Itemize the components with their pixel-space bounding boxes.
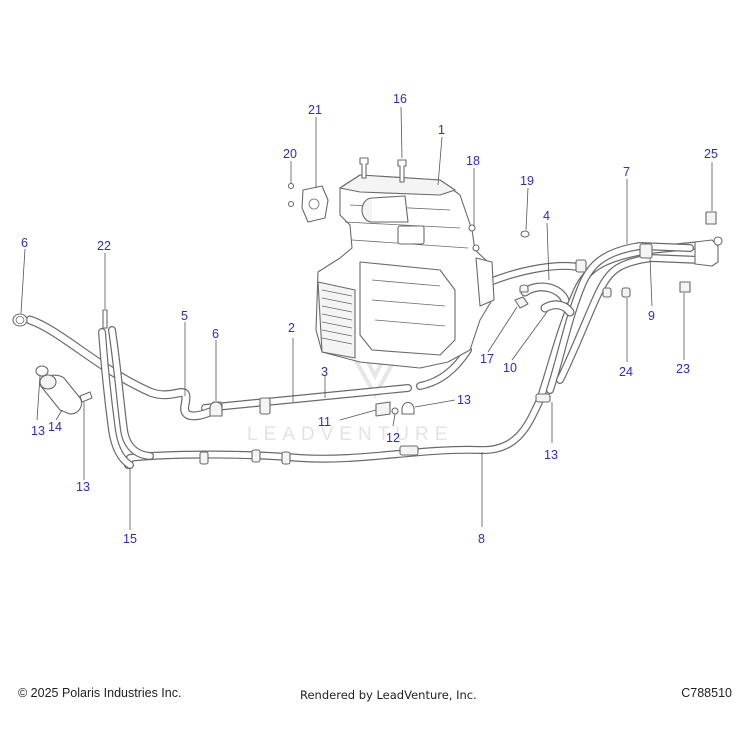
footer-copyright: © 2025 Polaris Industries Inc. bbox=[18, 686, 182, 700]
callout-17: 17 bbox=[480, 352, 494, 366]
callout-3: 3 bbox=[321, 365, 328, 379]
engine-assembly bbox=[287, 157, 530, 369]
callout-5: 5 bbox=[181, 309, 188, 323]
bolt-16 bbox=[397, 159, 407, 183]
watermark-text: LEADVENTURE bbox=[247, 424, 453, 445]
coupling-opening bbox=[39, 374, 57, 390]
callout-24: 24 bbox=[619, 365, 633, 379]
ring-13-left bbox=[35, 365, 49, 377]
clamp bbox=[259, 397, 271, 415]
callout-23: 23 bbox=[676, 362, 690, 376]
engine-port bbox=[397, 225, 425, 245]
callout-13-lower: 13 bbox=[76, 480, 90, 494]
callout-15: 15 bbox=[123, 532, 137, 546]
callout-22: 22 bbox=[97, 239, 111, 253]
bolt-16b bbox=[359, 157, 369, 179]
callout-13-left: 13 bbox=[31, 424, 45, 438]
callout-7: 7 bbox=[623, 165, 630, 179]
small-parts bbox=[12, 211, 717, 417]
clamp bbox=[399, 445, 419, 456]
leader-lines bbox=[20, 106, 713, 530]
clamp bbox=[639, 243, 653, 259]
callout-6-right: 6 bbox=[212, 327, 219, 341]
cap-24b bbox=[621, 287, 631, 298]
strap-13 bbox=[79, 391, 93, 403]
callout-16: 16 bbox=[393, 92, 407, 106]
clamp-6-right bbox=[209, 401, 223, 417]
engine-outlet bbox=[475, 257, 495, 307]
callout-8: 8 bbox=[478, 532, 485, 546]
callout-1: 1 bbox=[438, 123, 445, 137]
engine-top-cover bbox=[339, 174, 456, 196]
cap-24a bbox=[602, 287, 612, 298]
callout-2: 2 bbox=[288, 321, 295, 335]
callout-13-right: 13 bbox=[544, 448, 558, 462]
callout-6-left: 6 bbox=[21, 236, 28, 250]
callout-21: 21 bbox=[308, 103, 322, 117]
callout-13-center: 13 bbox=[457, 393, 471, 407]
callouts: 1 2 3 4 5 6 6 7 8 9 10 11 12 13 13 13 13… bbox=[21, 92, 718, 546]
cap-25 bbox=[705, 211, 717, 225]
intercooler bbox=[317, 281, 356, 359]
callout-18: 18 bbox=[466, 154, 480, 168]
footer-diagram-code: C788510 bbox=[681, 686, 732, 700]
hose-fitting bbox=[694, 239, 719, 267]
callout-11: 11 bbox=[318, 415, 331, 429]
clamp bbox=[535, 393, 551, 403]
callout-19: 19 bbox=[520, 174, 534, 188]
fastener-18a bbox=[468, 224, 476, 232]
clamp-6-left bbox=[12, 313, 28, 327]
intake-pipe bbox=[371, 195, 409, 223]
clamp bbox=[575, 259, 587, 273]
bolt-22 bbox=[102, 309, 108, 329]
clamp-13-center bbox=[401, 401, 415, 415]
clamp bbox=[251, 449, 261, 463]
callout-20: 20 bbox=[283, 147, 297, 161]
callout-9: 9 bbox=[648, 309, 655, 323]
callout-4: 4 bbox=[543, 209, 550, 223]
callout-14: 14 bbox=[48, 420, 62, 434]
bracket-21 bbox=[301, 185, 329, 223]
cap-23 bbox=[679, 281, 691, 293]
washer-12 bbox=[391, 407, 399, 415]
fastener-20b bbox=[287, 200, 295, 208]
callout-25: 25 bbox=[704, 147, 718, 161]
fitting-nut bbox=[713, 236, 723, 246]
clamp bbox=[281, 451, 291, 465]
fastener-20a bbox=[287, 182, 295, 190]
callout-12: 12 bbox=[386, 431, 400, 445]
callout-10: 10 bbox=[503, 361, 517, 375]
engine-side-housing bbox=[359, 261, 456, 356]
hose-assembly bbox=[25, 236, 723, 469]
cap-17b bbox=[519, 284, 529, 293]
washer-19 bbox=[520, 230, 530, 238]
fastener-18b bbox=[472, 244, 480, 252]
clamp bbox=[199, 451, 209, 465]
footer-rendered-by: Rendered by LeadVenture, Inc. bbox=[300, 688, 477, 702]
bracket-11 bbox=[375, 401, 391, 417]
cap-17 bbox=[514, 296, 529, 309]
